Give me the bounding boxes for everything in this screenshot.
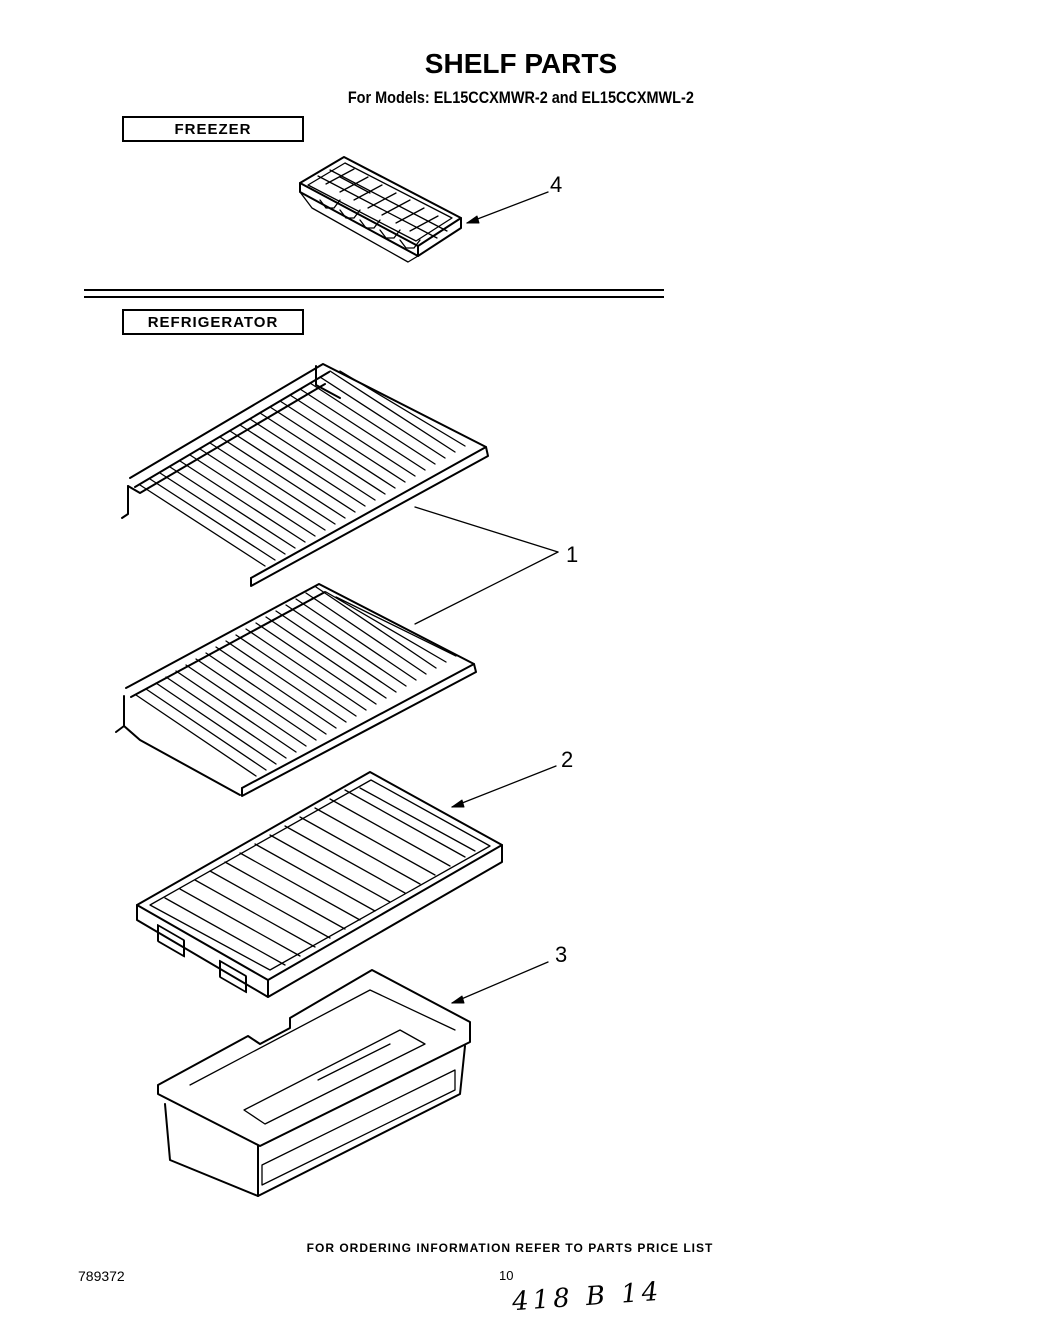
refrigerator-section-label: REFRIGERATOR [122, 309, 304, 335]
wire-shelf-upper-drawing [121, 363, 489, 587]
leader-line-2 [451, 765, 557, 808]
leader-line-4 [466, 191, 549, 224]
freezer-section-label: FREEZER [122, 116, 304, 142]
section-divider-bottom [84, 296, 664, 298]
leader-line-3 [451, 961, 549, 1004]
section-divider-top [84, 289, 664, 291]
callout-3: 3 [555, 942, 568, 967]
model-subtitle: For Models: EL15CCXMWR-2 and EL15CCXMWL-… [347, 88, 694, 107]
ordering-info-note: FOR ORDERING INFORMATION REFER TO PARTS … [306, 1241, 714, 1255]
wire-shelf-lower-drawing [115, 583, 477, 797]
callout-1: 1 [566, 542, 579, 567]
leader-line-1b [414, 551, 559, 625]
page-title: SHELF PARTS [424, 48, 618, 79]
ice-tray-drawing [299, 156, 462, 263]
page-number: 10 [499, 1268, 514, 1283]
leader-line-1a [414, 506, 559, 553]
document-number: 789372 [78, 1268, 125, 1284]
callout-2: 2 [561, 747, 574, 772]
crisper-pan-drawing [157, 969, 471, 1197]
callout-4: 4 [550, 172, 563, 197]
crisper-cover-drawing [136, 771, 503, 998]
